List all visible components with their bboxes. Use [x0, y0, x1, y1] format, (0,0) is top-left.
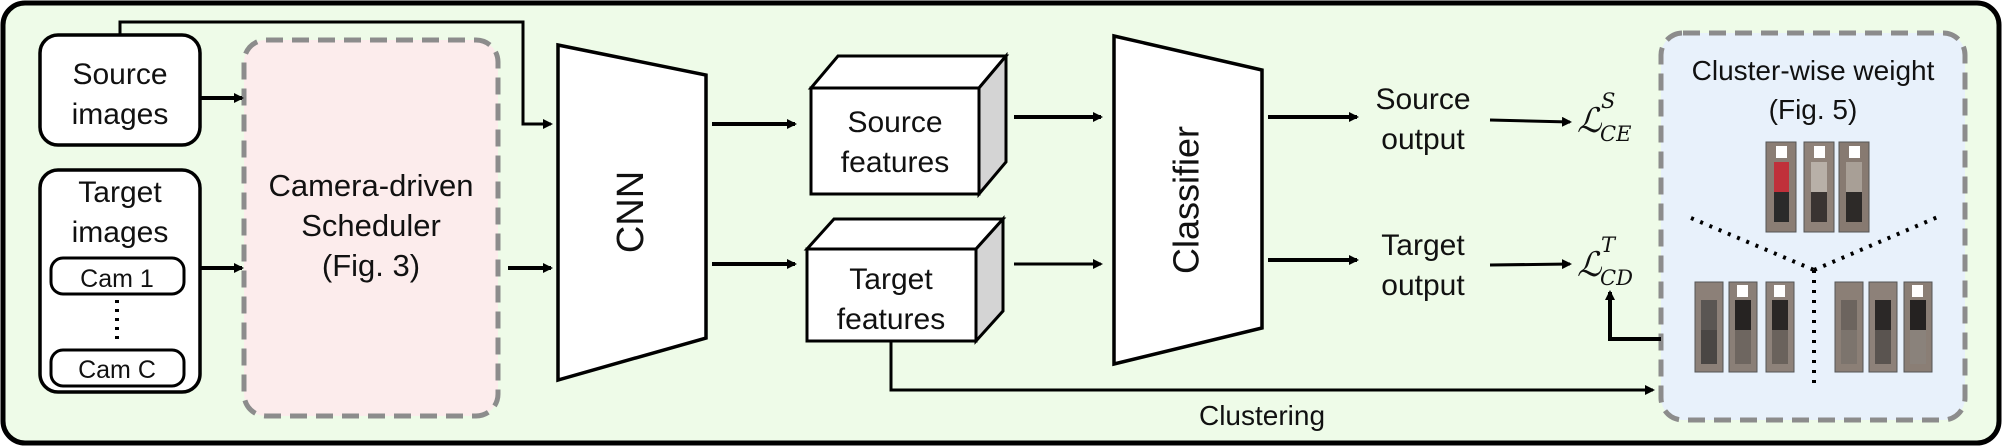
- cluster-weight-label-2: (Fig. 5): [1769, 94, 1858, 125]
- arrow-clustering-to-cluster-panel: [889, 341, 1655, 395]
- cnn-label: CNN: [610, 171, 652, 253]
- target-features-label-1: Target: [849, 263, 933, 296]
- top-cluster-person-crops: [1765, 141, 1870, 233]
- target-features-label-2: features: [837, 303, 945, 336]
- cam-1-label: Cam 1: [80, 265, 154, 293]
- scheduler-label-2: Scheduler: [301, 208, 441, 243]
- clustering-label: Clustering: [1199, 400, 1325, 431]
- loss-ce-subscript: CE: [1600, 122, 1631, 146]
- arrow-target-output-to-cd-loss: [1489, 259, 1572, 270]
- classifier-label: Classifier: [1166, 126, 1207, 274]
- source-output-label-1: Source: [1375, 83, 1470, 116]
- source-output-label-2: output: [1381, 123, 1465, 156]
- cluster-weight-label-1: Cluster-wise weight: [1692, 55, 1935, 86]
- scheduler-label-1: Camera-driven: [268, 168, 473, 203]
- source-images-label-2: images: [72, 98, 169, 131]
- target-output-label-1: Target: [1381, 229, 1465, 262]
- target-images-label-1: Target: [78, 176, 162, 209]
- bottom-left-cluster-person-crops: [1694, 281, 1795, 373]
- arrow-cluster-weight-to-cd-loss: [1605, 290, 1661, 341]
- scheduler-label-3: (Fig. 3): [322, 248, 420, 283]
- arrow-source-output-to-ce-loss: [1489, 116, 1572, 127]
- cluster-separator-right: [1813, 214, 1941, 272]
- cnn-block: [556, 42, 708, 383]
- cluster-separator-left: [1690, 216, 1815, 272]
- loss-ce-base: ℒ: [1577, 101, 1603, 141]
- source-images-label-1: Source: [72, 58, 167, 91]
- source-features-cube: [807, 51, 1010, 199]
- scheduler-box: [241, 37, 501, 419]
- target-images-label-2: images: [72, 216, 169, 249]
- cam-c-label: Cam C: [78, 356, 156, 384]
- target-features-cube: [803, 215, 1007, 345]
- source-features-label-1: Source: [847, 106, 942, 139]
- target-output-label-2: output: [1381, 269, 1465, 302]
- classifier-block: [1112, 33, 1264, 367]
- cam-1-box: [49, 256, 186, 296]
- loss-cd-superscript: T: [1601, 233, 1617, 257]
- loss-cd-subscript: CD: [1600, 266, 1633, 290]
- arrow-source-bypass-to-cnn: [118, 20, 553, 129]
- loss-cd-base: ℒ: [1577, 245, 1603, 285]
- bottom-right-cluster-person-crops: [1834, 281, 1933, 373]
- loss-ce-superscript: S: [1601, 89, 1615, 113]
- source-features-label-2: features: [841, 146, 949, 179]
- cam-c-box: [49, 348, 186, 388]
